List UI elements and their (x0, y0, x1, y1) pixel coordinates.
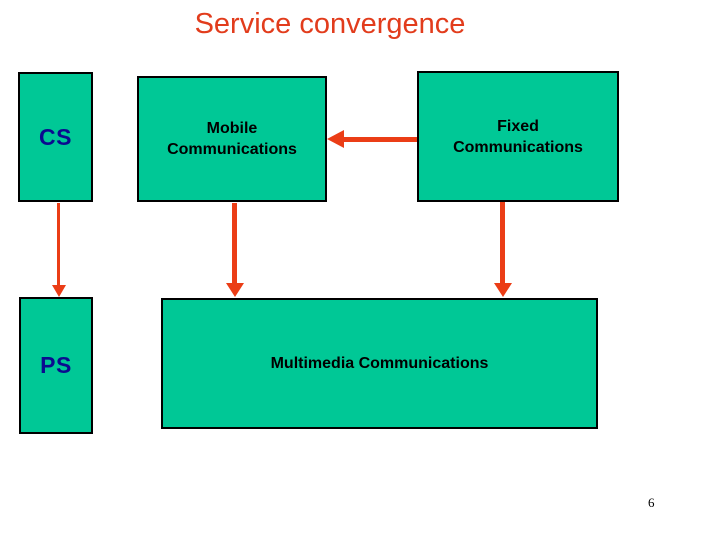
arrow-fixed-to-mobile-shaft (343, 137, 417, 142)
box-cs: CS (18, 72, 93, 202)
box-fixed-communications: Fixed Communications (417, 71, 619, 202)
arrow-mobile-to-multimedia-head-icon (226, 283, 244, 297)
box-ps-label: PS (40, 352, 72, 378)
box-multimedia-communications: Multimedia Communications (161, 298, 598, 429)
arrow-fixed-to-mobile-head-icon (327, 130, 344, 148)
arrow-cs-to-ps-head-icon (52, 285, 66, 297)
box-multimedia-label: Multimedia Communications (270, 355, 489, 372)
arrow-fixed-to-multimedia-head-icon (494, 283, 512, 297)
box-mobile-label-line1: Mobile (206, 120, 258, 137)
box-cs-label: CS (39, 123, 72, 150)
box-mobile-label-line2: Communications (167, 141, 297, 158)
box-fixed-label-line2: Communications (453, 138, 583, 156)
arrow-cs-to-ps-shaft (57, 203, 60, 286)
arrow-mobile-to-multimedia-shaft (232, 203, 237, 284)
page-number: 6 (648, 495, 655, 510)
box-fixed-label-line1: Fixed (497, 117, 539, 135)
arrow-fixed-to-multimedia-shaft (500, 202, 505, 284)
slide-title: Service convergence (194, 8, 466, 40)
box-mobile-communications: Mobile Communications (137, 76, 327, 202)
box-ps: PS (19, 297, 93, 434)
